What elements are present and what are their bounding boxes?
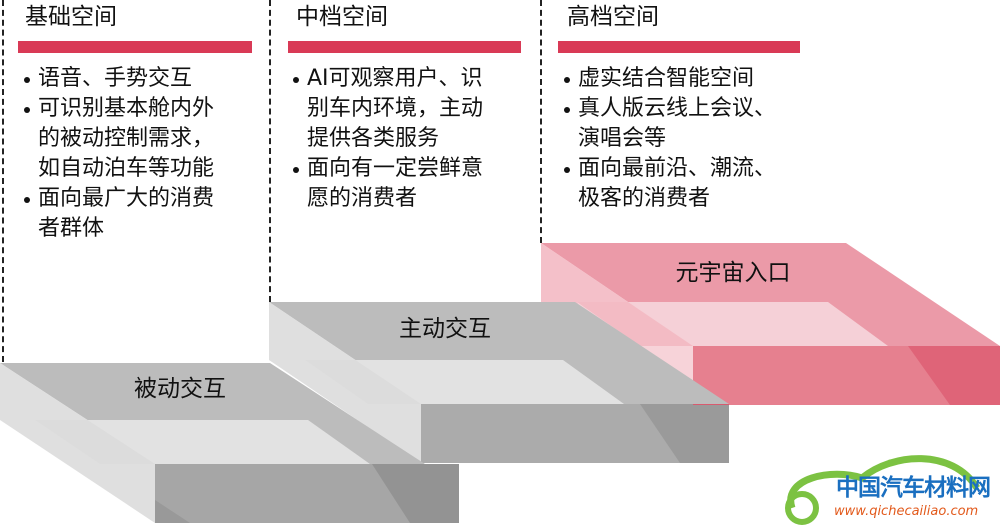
list-item: 虚实结合智能空间 [564,64,776,94]
line: 的被动控制需求， [38,126,215,151]
step-label-metaverse: 元宇宙入口 [675,260,791,286]
accent-bar [288,41,521,53]
bullet-list: 虚实结合智能空间 真人版云线上会议、演唱会等 面向最前沿、潮流、极客的消费者 [564,64,776,214]
line: 极客的消费者 [578,186,711,211]
step-label-active: 主动交互 [399,316,491,342]
accent-bar [558,41,800,53]
step-passive [0,363,459,523]
watermark-url: www.qichecailiao.com [834,504,979,519]
line: 演唱会等 [578,126,667,151]
list-item: 语音、手势交互 [24,64,214,94]
line: 真人版云线上会议、 [578,96,777,121]
line: 面向最广大的消费 [38,186,215,211]
watermark-logo-icon [785,455,980,525]
list-item: 面向最广大的消费者群体 [24,184,214,244]
list-item: 可识别基本舱内外的被动控制需求， 如自动泊车等功能 [24,94,214,184]
line: 愿的消费者 [307,186,418,211]
divider-1 [2,0,4,362]
list-item: 真人版云线上会议、演唱会等 [564,94,776,154]
line: 别车内环境，主动 [307,96,484,121]
line: 提供各类服务 [307,126,440,151]
list-item: 面向最前沿、潮流、极客的消费者 [564,154,776,214]
watermark-name: 中国汽车材料网 [836,475,991,501]
line: 虚实结合智能空间 [578,66,755,91]
step-active [269,302,729,463]
line: 如自动泊车等功能 [38,156,215,181]
bullet-list: AI可观察用户、识别车内环境，主动提供各类服务 面向有一定尝鲜意愿的消费者 [293,64,483,214]
column-title: 中档空间 [296,4,388,30]
step-label-passive: 被动交互 [134,376,226,402]
column-title: 基础空间 [25,4,117,30]
column-title: 高档空间 [567,4,659,30]
line: 可识别基本舱内外 [38,96,215,121]
accent-bar [18,41,252,53]
bullet-list: 语音、手势交互 可识别基本舱内外的被动控制需求， 如自动泊车等功能 面向最广大的消… [24,64,214,244]
line: 面向有一定尝鲜意 [307,156,484,181]
line: 者群体 [38,216,105,241]
list-item: AI可观察用户、识别车内环境，主动提供各类服务 [293,64,483,154]
line: 面向最前沿、潮流、 [578,156,777,181]
divider-3 [540,0,542,243]
divider-2 [269,0,271,302]
line: 语音、手势交互 [38,66,193,91]
list-item: 面向有一定尝鲜意愿的消费者 [293,154,483,214]
line: AI可观察用户、识 [307,66,483,91]
